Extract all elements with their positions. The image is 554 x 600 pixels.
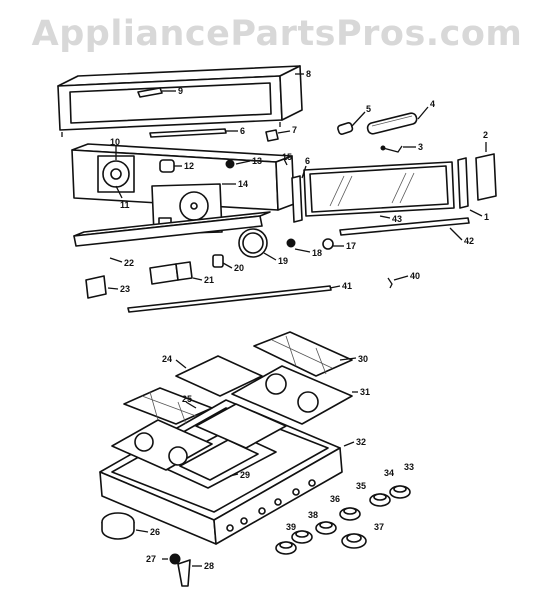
callout-29: 29 (240, 470, 250, 480)
part-6b-side-trim[interactable] (291, 175, 303, 223)
callout-40: 41 (342, 281, 352, 291)
part-41-screw[interactable] (387, 277, 393, 289)
callout-labels: 8 9 6 7 5 4 3 2 10 11 12 13 14 15 6 43 1… (110, 69, 489, 571)
part-25-grate-left[interactable] (123, 387, 213, 425)
part-43-window-glass[interactable] (303, 161, 455, 217)
callout-1: 1 (484, 212, 489, 222)
part-12-switch[interactable] (159, 159, 175, 173)
part-18-nut[interactable] (286, 238, 296, 248)
callout-24: 24 (162, 354, 172, 364)
callout-2: 2 (483, 130, 488, 140)
part-24-griddle[interactable] (175, 355, 263, 397)
part-21-bracket[interactable] (149, 261, 193, 285)
part-23-block[interactable] (85, 275, 107, 299)
part-35-knob[interactable] (339, 507, 361, 521)
callout-43: 43 (392, 214, 402, 224)
callout-41: 40 (410, 271, 420, 281)
part-7-clip[interactable] (265, 129, 279, 142)
callout-3: 3 (418, 142, 423, 152)
callout-36: 36 (330, 494, 340, 504)
part-5-connector[interactable] (337, 122, 354, 135)
callout-39: 39 (286, 522, 296, 532)
part-tray-right[interactable] (231, 365, 353, 425)
part-26-burner-cap[interactable] (101, 512, 135, 540)
callout-15: 15 (282, 152, 292, 162)
part-tray-left[interactable] (111, 419, 213, 471)
part-39-knob[interactable] (275, 541, 297, 555)
part-19-ring[interactable] (238, 228, 268, 258)
callout-37: 37 (374, 522, 384, 532)
callout-35: 35 (356, 481, 366, 491)
callout-28: 28 (204, 561, 214, 571)
part-9-clip[interactable] (137, 87, 163, 98)
callout-21: 21 (204, 275, 214, 285)
callout-27: 27 (146, 554, 156, 564)
part-4-tube[interactable] (366, 112, 418, 135)
callout-17: 17 (346, 241, 356, 251)
callout-11: 11 (120, 200, 130, 210)
callout-leaders (107, 73, 487, 567)
callout-26: 26 (150, 527, 160, 537)
part-6-strip[interactable] (149, 128, 227, 138)
part-34-knob[interactable] (369, 493, 391, 507)
callout-13: 13 (252, 156, 262, 166)
part-27-nut[interactable] (169, 553, 181, 565)
callout-19: 19 (278, 256, 288, 266)
callout-8-top: 8 (306, 69, 311, 79)
part-3-bracket[interactable] (380, 145, 403, 153)
callout-9: 9 (178, 86, 183, 96)
callout-22: 22 (124, 258, 134, 268)
part-38-knob[interactable] (291, 530, 313, 544)
part-1-side-trim[interactable] (457, 157, 469, 209)
callout-25: 25 (182, 394, 192, 404)
part-22-rail[interactable] (73, 211, 271, 247)
callout-20: 20 (234, 263, 244, 273)
callout-12: 12 (184, 161, 194, 171)
part-17-screw[interactable] (322, 238, 334, 250)
callout-30: 30 (358, 354, 368, 364)
callout-10: 10 (110, 137, 120, 147)
callout-42: 42 (464, 236, 474, 246)
part-42-bottom-trim[interactable] (339, 217, 470, 236)
callout-6b: 6 (305, 156, 310, 166)
part-37-knob[interactable] (341, 533, 367, 549)
callout-32: 32 (356, 437, 366, 447)
callout-23: 23 (120, 284, 130, 294)
part-36-knob[interactable] (315, 521, 337, 535)
part-8-trim-box[interactable] (57, 65, 303, 137)
callout-38: 38 (308, 510, 318, 520)
part-13-knob-small[interactable] (225, 159, 235, 169)
part-30-grate-right[interactable] (253, 331, 353, 377)
callout-7: 7 (292, 125, 297, 135)
part-40-rod[interactable] (127, 285, 332, 313)
callout-33: 33 (404, 462, 414, 472)
part-28-bracket[interactable] (177, 559, 191, 587)
part-tray-center[interactable] (195, 403, 287, 449)
part-33-knob[interactable] (389, 485, 411, 499)
part-20-clip[interactable] (212, 254, 224, 268)
callout-4: 4 (430, 99, 435, 109)
callout-14: 14 (238, 179, 248, 189)
callout-34: 34 (384, 468, 394, 478)
part-2-end-cap[interactable] (475, 153, 497, 201)
callout-18: 18 (312, 248, 322, 258)
callout-5: 5 (366, 104, 371, 114)
watermark: AppliancePartsPros.com (31, 14, 523, 54)
callout-31: 31 (360, 387, 370, 397)
callout-6: 6 (240, 126, 245, 136)
